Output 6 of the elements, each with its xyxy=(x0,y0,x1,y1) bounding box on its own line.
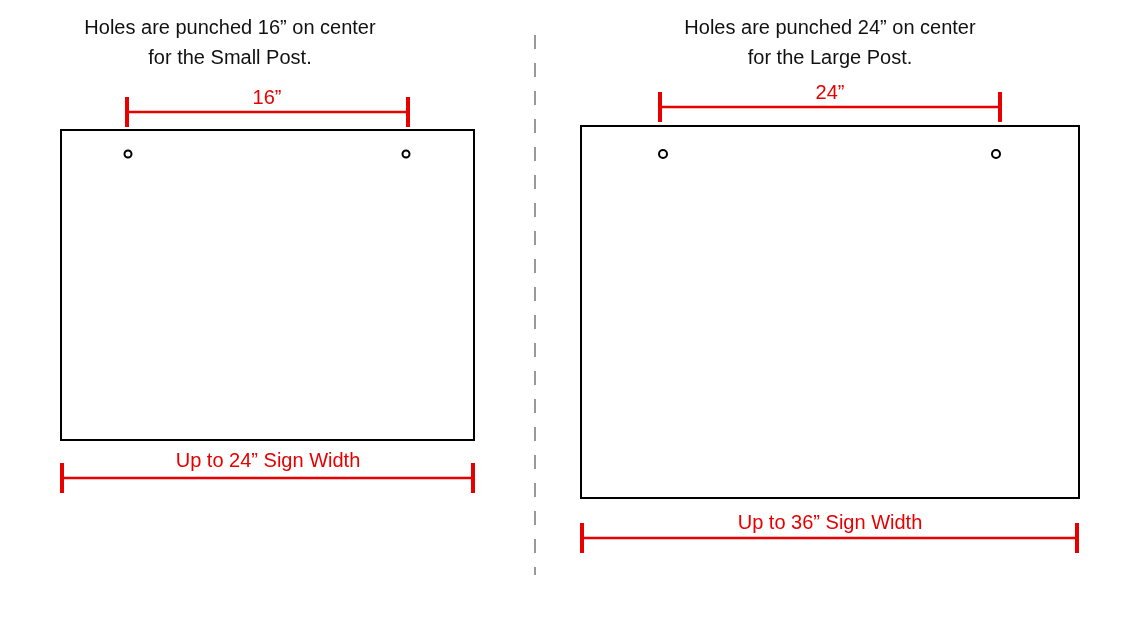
dimension-label: 24” xyxy=(815,80,845,105)
note-text: Holes are punched 24” on center for the Large Post. xyxy=(683,15,977,70)
note-text: Holes are punched 16” on center for the Small Post. xyxy=(83,15,377,70)
dimension-label: Up to 36” Sign Width xyxy=(737,510,923,535)
dimension-label: 16” xyxy=(252,85,282,110)
dimension-label: Up to 24” Sign Width xyxy=(175,448,361,473)
